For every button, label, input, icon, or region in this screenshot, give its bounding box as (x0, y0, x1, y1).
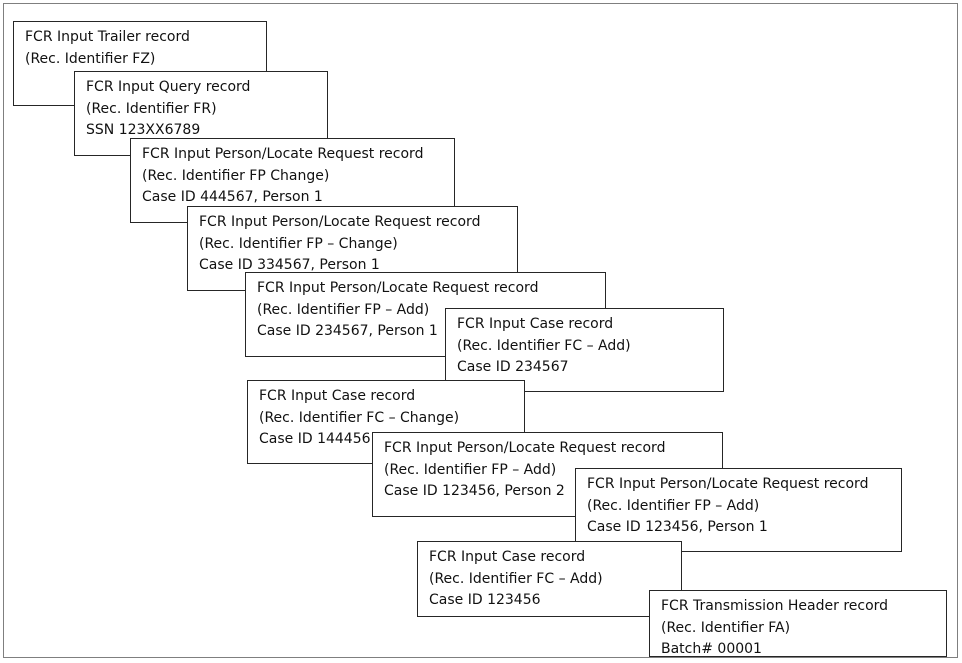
record-identifier: (Rec. Identifier FC – Change) (259, 409, 460, 426)
record-detail: Case ID 444567, Person 1 (142, 189, 323, 205)
record-box-query: FCR Input Query record (Rec. Identifier … (74, 71, 328, 156)
record-identifier: (Rec. Identifier FC – Add) (429, 570, 603, 587)
record-detail: Case ID 144456 (259, 431, 371, 447)
record-identifier: (Rec. Identifier FP – Add) (587, 497, 760, 514)
record-detail: Case ID 234567 (457, 359, 569, 375)
record-title: FCR Input Person/Locate Request record (142, 146, 424, 162)
record-detail: Case ID 123456, Person 2 (384, 483, 565, 499)
record-detail: Batch# 00001 (661, 641, 762, 657)
record-title: FCR Input Person/Locate Request record (384, 440, 666, 456)
record-title: FCR Input Person/Locate Request record (257, 280, 539, 296)
record-title: FCR Input Person/Locate Request record (587, 476, 869, 492)
record-identifier: (Rec. Identifier FA) (661, 619, 791, 636)
record-box-case-234567: FCR Input Case record (Rec. Identifier F… (445, 308, 724, 392)
diagram-frame: FCR Input Trailer record (Rec. Identifie… (3, 3, 958, 658)
record-title: FCR Input Case record (259, 388, 416, 404)
record-title: FCR Input Case record (429, 549, 586, 565)
record-title: FCR Input Case record (457, 316, 614, 332)
record-identifier: (Rec. Identifier FP – Change) (199, 235, 398, 252)
record-box-person-123456-person-1: FCR Input Person/Locate Request record (… (575, 468, 902, 552)
record-identifier: (Rec. Identifier FC – Add) (457, 337, 631, 354)
record-detail: SSN 123XX6789 (86, 122, 201, 138)
record-identifier: (Rec. Identifier FP Change) (142, 167, 330, 184)
record-detail: Case ID 334567, Person 1 (199, 257, 380, 273)
record-identifier: (Rec. Identifier FR) (86, 100, 217, 117)
record-title: FCR Transmission Header record (661, 598, 889, 614)
record-detail: Case ID 234567, Person 1 (257, 323, 438, 339)
record-box-case-123456: FCR Input Case record (Rec. Identifier F… (417, 541, 682, 617)
record-identifier: (Rec. Identifier FP – Add) (384, 461, 557, 478)
record-detail: Case ID 123456, Person 1 (587, 519, 768, 535)
record-identifier: (Rec. Identifier FP – Add) (257, 301, 430, 318)
record-title: FCR Input Person/Locate Request record (199, 214, 481, 230)
record-title: FCR Input Query record (86, 79, 251, 95)
record-identifier: (Rec. Identifier FZ) (25, 50, 156, 67)
record-detail: Case ID 123456 (429, 592, 541, 608)
record-title: FCR Input Trailer record (25, 29, 190, 45)
record-box-transmission-header: FCR Transmission Header record (Rec. Ide… (649, 590, 947, 657)
record-box-person-234567: FCR Input Person/Locate Request record (… (245, 272, 606, 357)
